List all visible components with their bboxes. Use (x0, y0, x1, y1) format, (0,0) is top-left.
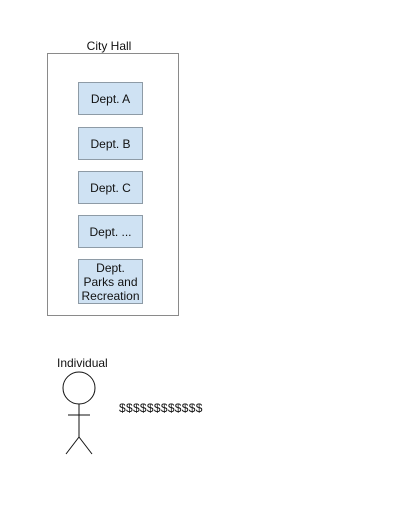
department-label: Dept. B (90, 136, 131, 151)
department-box-b: Dept. B (78, 127, 143, 160)
city-hall-label: City Hall (86, 39, 132, 53)
stick-figure-left-leg (65, 436, 80, 455)
stick-figure-icon (62, 371, 96, 455)
stick-figure-right-leg (78, 436, 93, 455)
department-label: Dept. C (90, 180, 131, 195)
department-box-parks-and-recreation: Dept. Parks and Recreation (78, 259, 143, 304)
department-box-c: Dept. C (78, 171, 143, 204)
department-label: Dept. Parks and Recreation (81, 260, 140, 303)
department-box-a: Dept. A (78, 82, 143, 115)
department-label: Dept. A (90, 91, 131, 106)
stick-figure-head (62, 371, 96, 405)
money-label: $$$$$$$$$$$$ (119, 401, 203, 415)
department-box-etc: Dept. ... (78, 215, 143, 248)
department-label: Dept. ... (89, 224, 132, 239)
individual-label: Individual (57, 356, 108, 370)
